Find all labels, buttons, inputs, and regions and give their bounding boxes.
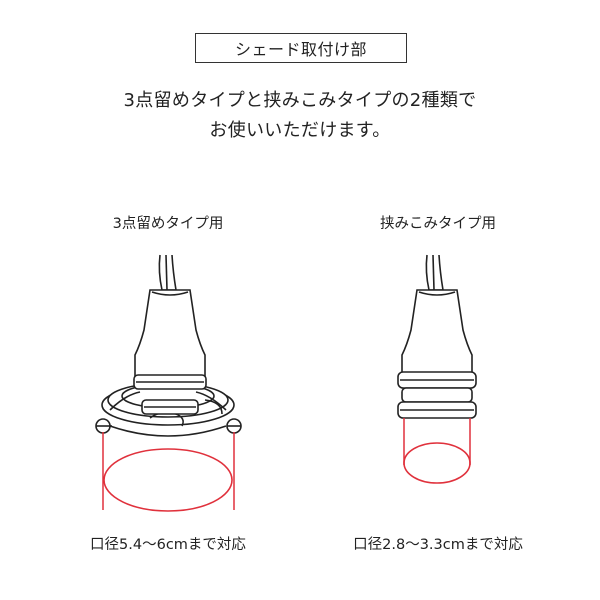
description-line-2: お使いいただけます。 [209, 120, 391, 141]
three-point-type-label: 3点留めタイプ用 [112, 216, 224, 232]
section-title-box: シェード取付け部 [195, 33, 407, 63]
description-line-1: 3点留めタイプと挟みこみタイプの2種類で [123, 90, 477, 111]
section-title: シェード取付け部 [234, 40, 367, 59]
three-point-diameter-caption: 口径5.4〜6cmまで対応 [90, 537, 246, 553]
three-point-socket-illustration [95, 254, 242, 437]
clamp-type-label: 挟みこみタイプ用 [380, 216, 496, 232]
clamp-diameter-caption: 口径2.8〜3.3cmまで対応 [353, 537, 523, 553]
clamp-diameter-indicator [403, 418, 471, 484]
three-point-diameter-indicator [102, 432, 235, 512]
clamp-socket-illustration [397, 254, 477, 419]
